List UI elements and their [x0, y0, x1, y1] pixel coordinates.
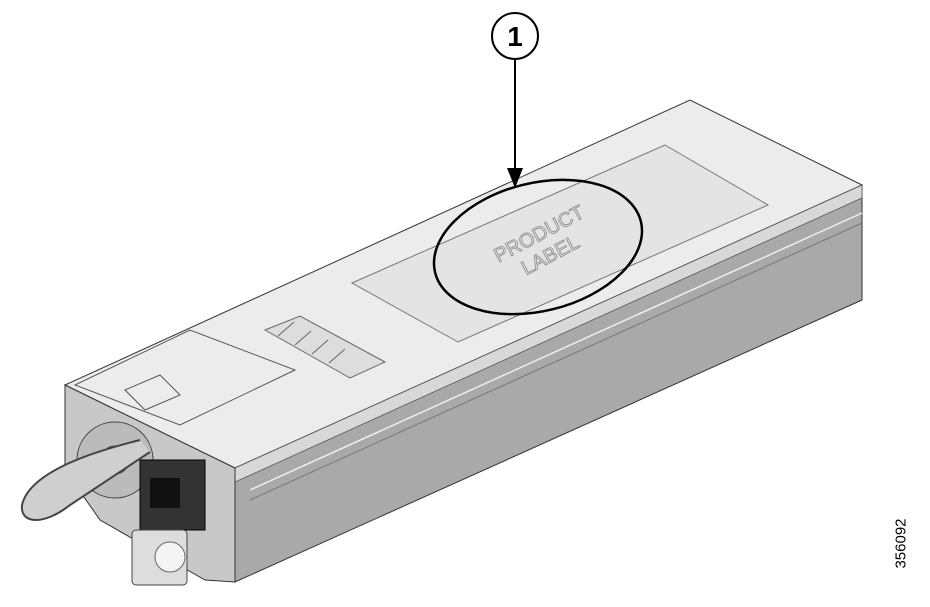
- handle[interactable]: [20, 439, 151, 521]
- product-label-area: [350, 144, 770, 343]
- vent-slots: [263, 315, 387, 379]
- connector-socket: [150, 478, 180, 508]
- latch-button: [154, 541, 186, 573]
- figure-id: 356092: [892, 518, 910, 569]
- highlight-ellipse: [432, 178, 644, 316]
- side-rail-upper: [249, 212, 863, 491]
- side-rail-lower: [249, 222, 863, 501]
- callout-arrowhead: [507, 168, 523, 188]
- callout-number: 1: [507, 21, 523, 52]
- latch-plate: [73, 329, 297, 426]
